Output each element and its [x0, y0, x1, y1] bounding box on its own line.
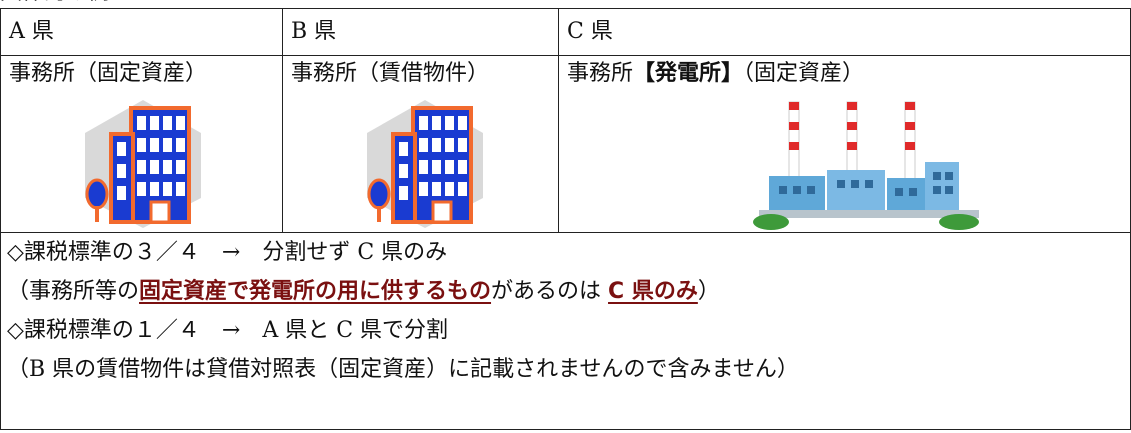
header-prefecture-a: A 県 [0, 8, 283, 56]
office-building-icon [85, 100, 201, 228]
prefecture-comparison-table: A 県 B 県 C 県 事務所（固定資産） [0, 8, 1131, 430]
office-label-c-suffix: （固定資産） [743, 61, 865, 86]
note-line-4: （B 県の賃借物件は貸借対照表（固定資産）に記載されませんので含みません） [7, 357, 799, 382]
office-label-c: 事務所【発電所】（固定資産） [567, 56, 1130, 89]
header-prefecture-b: B 県 [282, 8, 559, 56]
note-line-1: ◇課税標準の３／４ → 分割せず C 県のみ [7, 240, 448, 265]
power-plant-label: 【発電所】 [633, 61, 744, 86]
note-line-2: （事務所等の固定資産で発電所の用に供するものがあるのは C 県のみ） [7, 272, 1130, 311]
note-line-3: ◇課税標準の１／４ → A 県と C 県で分割 [7, 318, 449, 343]
office-label-a: 事務所（固定資産） [9, 61, 208, 86]
note-line-2-suffix: ） [697, 279, 720, 304]
explanation-row: ◇課税標準の３／４ → 分割せず C 県のみ （事務所等の固定資産で発電所の用に… [0, 232, 1131, 430]
header-row: A 県 B 県 C 県 [0, 8, 1131, 56]
explanation-cell: ◇課税標準の３／４ → 分割せず C 県のみ （事務所等の固定資産で発電所の用に… [0, 232, 1131, 430]
note-line-2-middle: があるのは [491, 279, 609, 304]
underlined-emphasis-c-only: C 県のみ [608, 279, 698, 304]
office-building-icon [367, 100, 483, 228]
header-prefecture-c: C 県 [558, 8, 1131, 56]
office-cell-a: 事務所（固定資産） [0, 55, 283, 233]
office-label-b: 事務所（賃借物件） [291, 61, 490, 86]
power-plant-icon [753, 101, 979, 230]
office-cell-c: 事務所【発電所】（固定資産） [558, 55, 1131, 233]
underlined-emphasis-power-plant-assets: 固定資産で発電所の用に供するもの [139, 279, 492, 304]
office-cell-b: 事務所（賃借物件） [282, 55, 559, 233]
note-line-2-prefix: （事務所等の [7, 279, 140, 304]
cut-off-caption: 具体的な例 [0, 0, 400, 8]
office-row: 事務所（固定資産） 事務所（賃借物件） [0, 55, 1131, 233]
office-label-c-prefix: 事務所 [567, 61, 634, 86]
